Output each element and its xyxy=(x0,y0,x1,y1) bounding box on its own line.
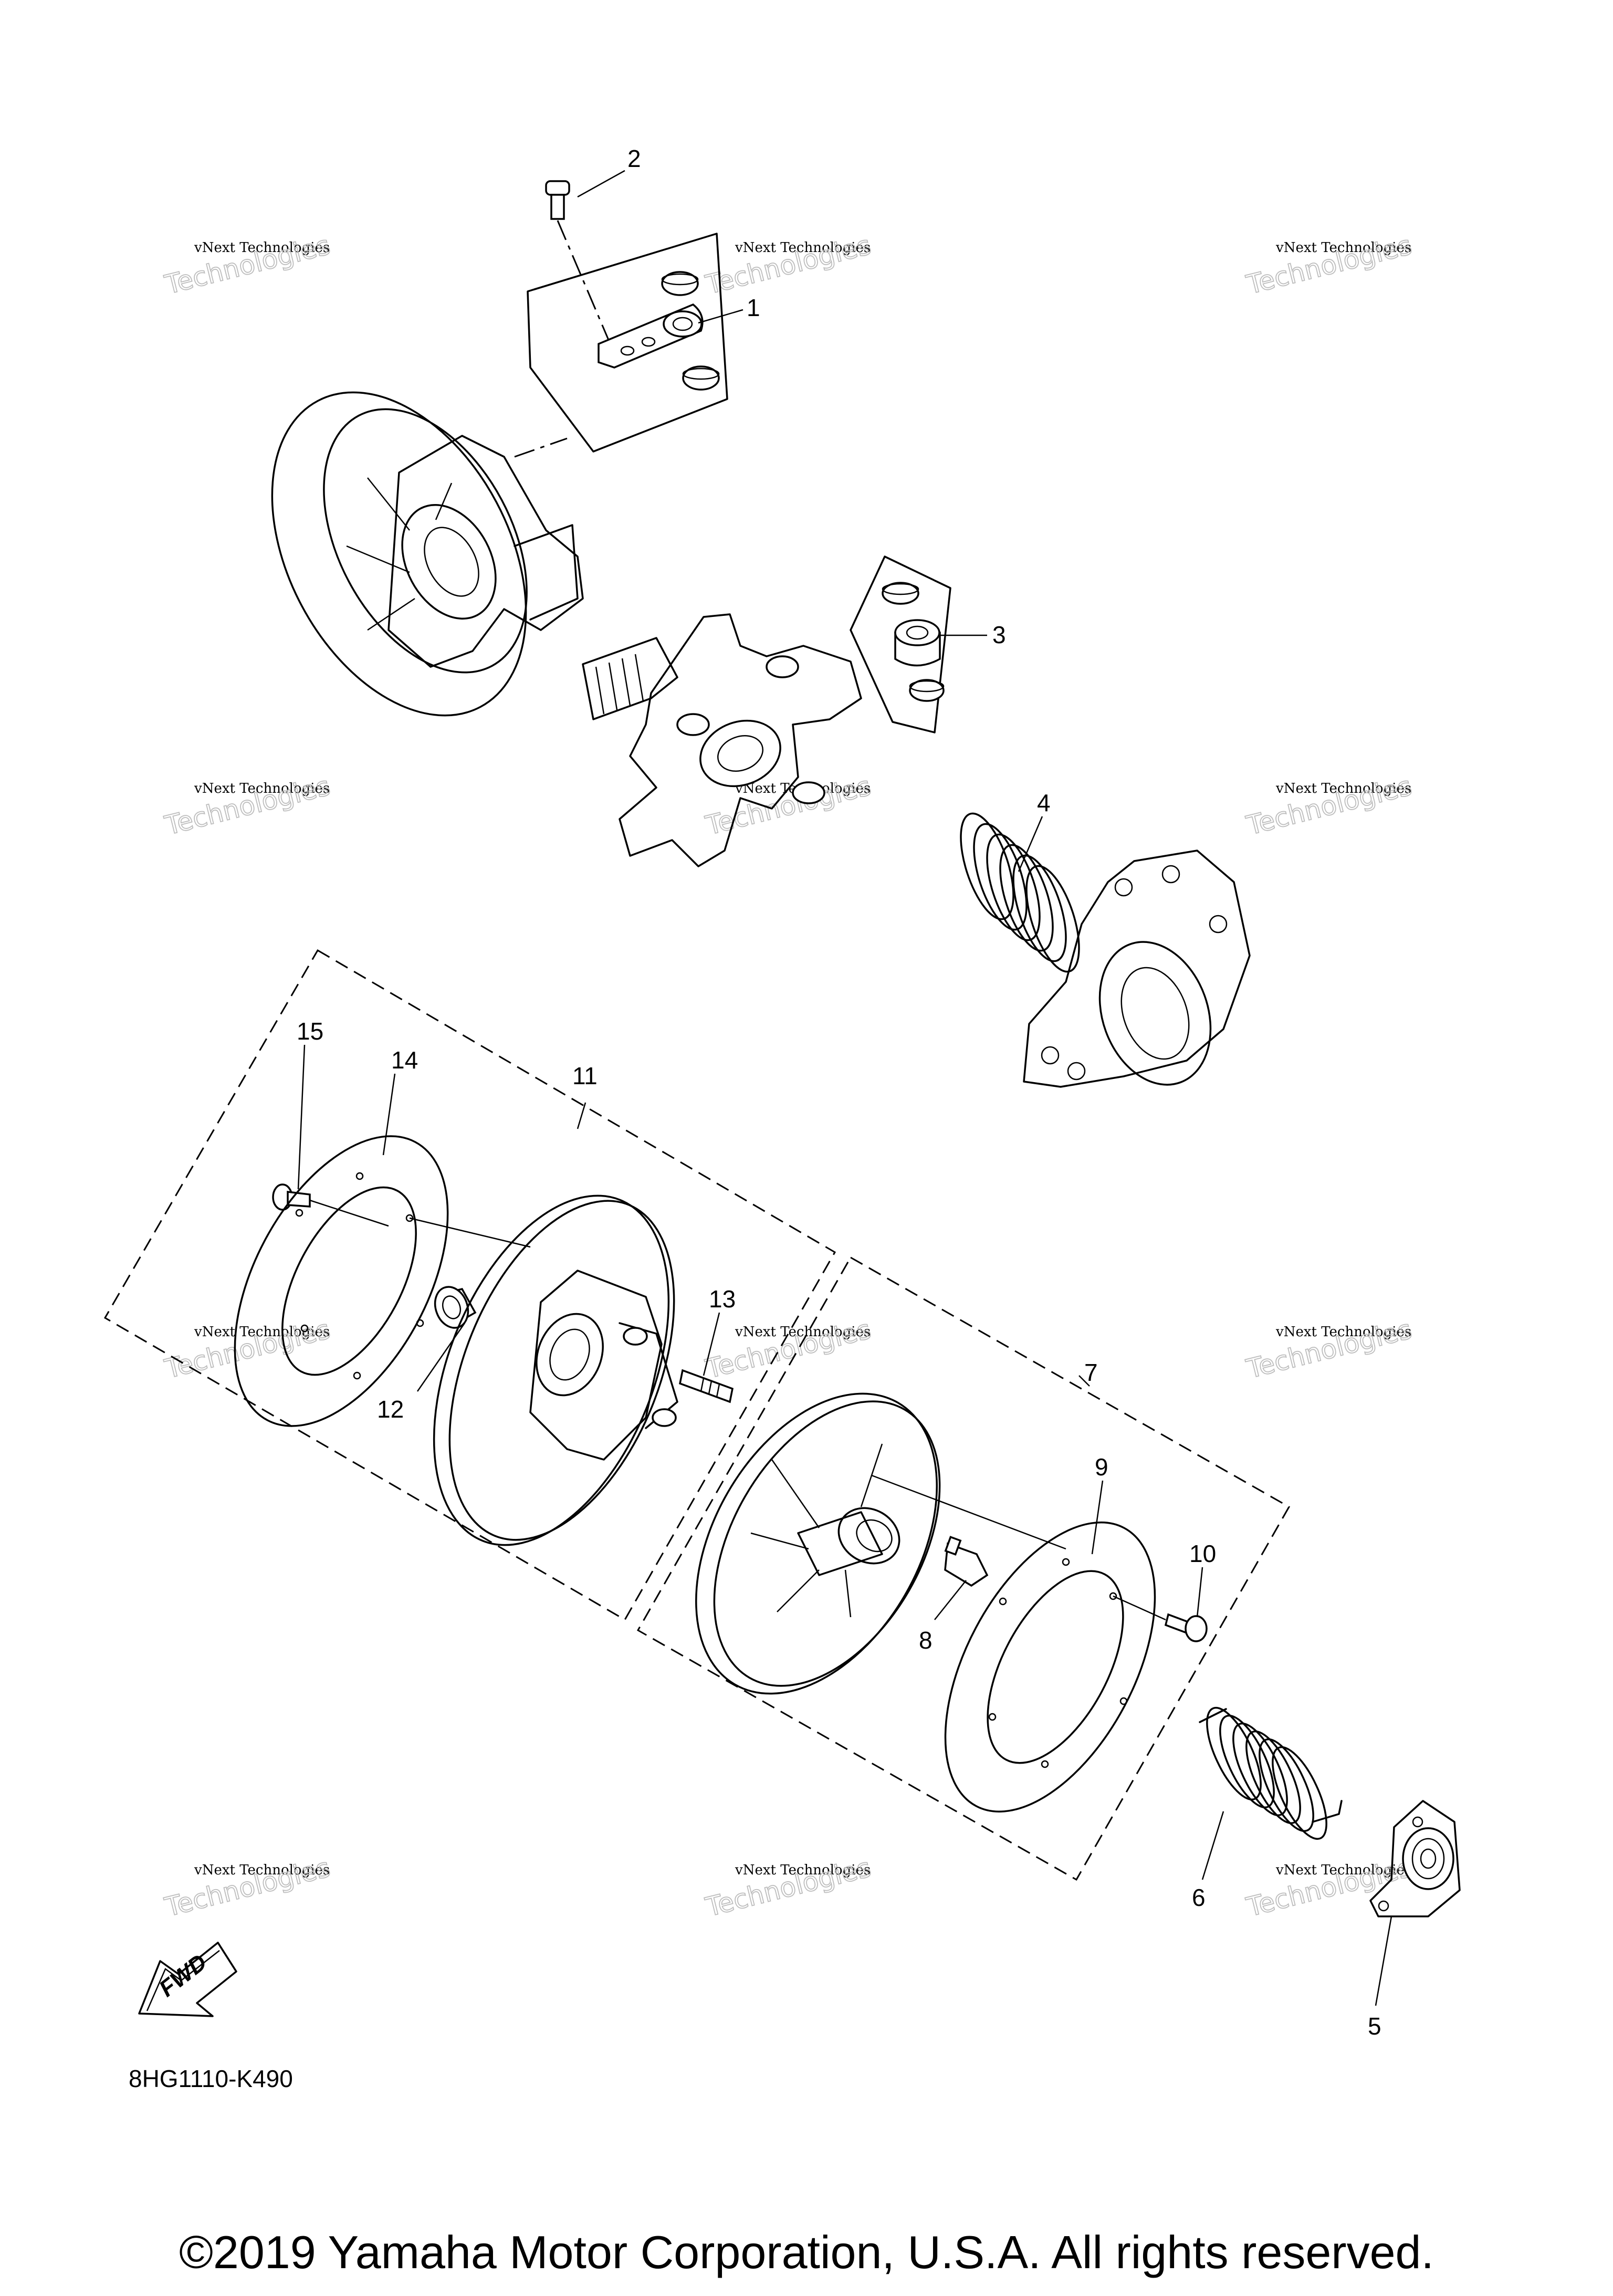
watermark-small: vNext Technologies xyxy=(735,1862,871,1878)
part-1-arm xyxy=(527,233,728,453)
primary-sheave-housing xyxy=(271,391,584,717)
callout-7: 7 xyxy=(1084,1359,1098,1386)
callout-8: 8 xyxy=(919,1627,933,1654)
callout-3: 3 xyxy=(992,621,1006,648)
part-13-stud xyxy=(678,1369,734,1403)
watermark: vNext Technologies Technologies xyxy=(1243,1314,1415,1385)
callout-1: 1 xyxy=(747,294,760,321)
watermark-small: vNext Technologies xyxy=(194,1862,330,1878)
watermark-small: vNext Technologies xyxy=(194,240,330,256)
watermark-small: vNext Technologies xyxy=(194,781,330,796)
group-7-outline xyxy=(636,1256,1291,1881)
callout-12: 12 xyxy=(377,1396,404,1423)
part-14-ring-plate xyxy=(234,1135,531,1427)
fwd-arrow: FWD xyxy=(138,1942,237,2017)
callout-15: 15 xyxy=(297,1018,323,1045)
watermark-small: vNext Technologies xyxy=(1275,781,1411,796)
diagram-code: 8HG1110-K490 xyxy=(129,2065,293,2092)
copyright-notice: ©2019 Yamaha Motor Corporation, U.S.A. A… xyxy=(179,2226,1434,2278)
callout-13: 13 xyxy=(709,1285,736,1313)
spider-assembly xyxy=(582,613,862,867)
callout-5: 5 xyxy=(1368,2012,1381,2040)
part-5-bracket xyxy=(1369,1800,1461,1917)
watermark: vNext Technologies Technologies xyxy=(161,229,333,301)
watermark-small: vNext Technologies xyxy=(735,240,871,256)
watermark: vNext Technologies Technologies xyxy=(702,1314,874,1385)
part-12-bushing xyxy=(434,1286,477,1329)
watermark: vNext Technologies Technologies xyxy=(702,1852,874,1923)
callout-leaders xyxy=(297,170,1392,2006)
watermark: vNext Technologies Technologies xyxy=(1243,1852,1415,1923)
part-4-spring xyxy=(960,812,1080,973)
callout-6: 6 xyxy=(1192,1884,1206,1911)
sheave-11 xyxy=(433,1194,678,1546)
watermark-small: vNext Technologies xyxy=(1275,240,1411,256)
callout-14: 14 xyxy=(391,1046,418,1074)
part-9-ring-plate xyxy=(944,1521,1166,1813)
sheave-7 xyxy=(695,1392,1066,1695)
watermarks: vNext Technologies Technologies vNext Te… xyxy=(161,229,1415,1923)
part-2-bolt xyxy=(545,180,618,360)
cover-plate xyxy=(1023,850,1251,1088)
watermark-small: vNext Technologies xyxy=(1275,1862,1411,1878)
watermark: vNext Technologies Technologies xyxy=(702,229,874,301)
callout-9: 9 xyxy=(1095,1453,1108,1481)
callout-4: 4 xyxy=(1037,789,1051,816)
part-10-screw xyxy=(1164,1613,1208,1642)
callout-numbers: 1 2 3 4 5 6 7 8 9 10 11 12 13 14 15 xyxy=(297,145,1381,2040)
part-8-slider xyxy=(944,1536,989,1587)
watermark-small: vNext Technologies xyxy=(1275,1324,1411,1340)
fwd-label: FWD xyxy=(154,1949,212,2002)
part-6-spring xyxy=(1199,1706,1343,1840)
watermark-small: vNext Technologies xyxy=(735,1324,871,1340)
watermark: vNext Technologies Technologies xyxy=(1243,770,1415,842)
part-3-roller xyxy=(850,555,951,733)
watermark: vNext Technologies Technologies xyxy=(161,1852,333,1923)
watermark: vNext Technologies Technologies xyxy=(1243,229,1415,301)
callout-2: 2 xyxy=(627,145,641,172)
part-15-screw xyxy=(272,1183,389,1227)
watermark: vNext Technologies Technologies xyxy=(161,770,333,842)
callout-11: 11 xyxy=(572,1062,598,1089)
callout-10: 10 xyxy=(1189,1540,1216,1567)
group-11-outline xyxy=(103,949,836,1621)
